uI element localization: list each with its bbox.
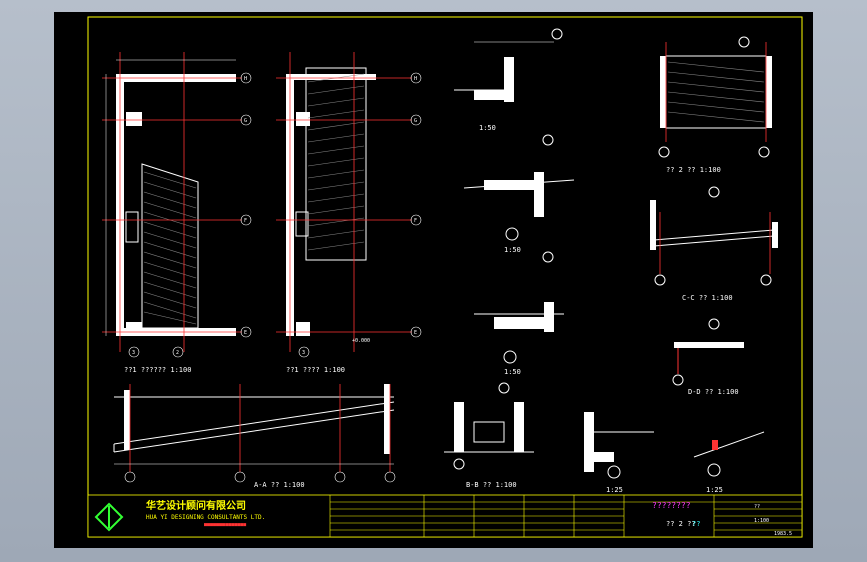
sheet-no: ??	[754, 504, 760, 510]
plan-right-title: ?? 2 ?? 1:100	[666, 166, 721, 174]
section-aa-title: A-A ?? 1:100	[254, 481, 305, 489]
plan-right-drawing	[658, 36, 772, 158]
plan-1-drawing: H G F E 3 2	[102, 52, 252, 358]
detail-2-drawing	[463, 134, 575, 241]
plan-2-title: ??1 ???? 1:100	[286, 366, 345, 374]
detail-3-drawing	[474, 251, 564, 364]
date-value: 1983.5	[774, 531, 792, 537]
svg-text:1:25: 1:25	[706, 486, 723, 494]
project-name: ????????	[652, 501, 691, 510]
svg-text:3: 3	[302, 350, 305, 356]
svg-text:1:50: 1:50	[504, 246, 521, 254]
section-cc-drawing	[650, 186, 778, 286]
svg-text:1:50: 1:50	[479, 124, 496, 132]
svg-text:2: 2	[176, 350, 179, 356]
svg-text:E: E	[414, 330, 417, 336]
svg-text:E: E	[244, 330, 247, 336]
company-address-block: ■■■■■■■■■■■■■■	[204, 522, 246, 528]
drawing-sheet[interactable]: H G F E 3 2 ??1 ?????? 1:100	[54, 12, 813, 548]
title-block	[87, 494, 803, 538]
plan-1-title: ??1 ?????? 1:100	[124, 366, 191, 374]
section-dd-drawing	[672, 318, 744, 386]
svg-text:F: F	[244, 218, 247, 224]
svg-text:H: H	[244, 76, 247, 82]
svg-text:H: H	[414, 76, 417, 82]
svg-text:+0.000: +0.000	[352, 338, 370, 344]
drawing-name: ?? 2 ??	[666, 520, 696, 528]
svg-text:3: 3	[132, 350, 135, 356]
section-bb-drawing	[444, 382, 534, 470]
svg-text:F: F	[414, 218, 417, 224]
scale-value: 1:100	[754, 518, 769, 524]
cyan-mark: ??	[692, 520, 700, 528]
company-name-en: HUA YI DESIGNING CONSULTANTS LTD.	[146, 514, 265, 521]
detail-4-drawing	[584, 412, 654, 479]
svg-text:G: G	[244, 118, 247, 124]
section-aa-drawing	[113, 384, 396, 483]
section-cc-title: C-C ?? 1:100	[682, 294, 733, 302]
detail-1-drawing	[454, 28, 563, 102]
svg-text:1:50: 1:50	[504, 368, 521, 376]
section-dd-title: D-D ?? 1:100	[688, 388, 739, 396]
company-name-cn: 华艺设计顾问有限公司	[146, 499, 246, 512]
company-logo-icon	[94, 502, 124, 532]
section-bb-title: B-B ?? 1:100	[466, 481, 517, 489]
plan-2-drawing: H G F E 3 +0.000	[276, 52, 422, 358]
cad-drawing-canvas[interactable]: H G F E 3 2 ??1 ?????? 1:100	[54, 12, 813, 548]
svg-text:G: G	[414, 118, 417, 124]
svg-text:1:25: 1:25	[606, 486, 623, 494]
detail-5-drawing	[693, 431, 765, 477]
